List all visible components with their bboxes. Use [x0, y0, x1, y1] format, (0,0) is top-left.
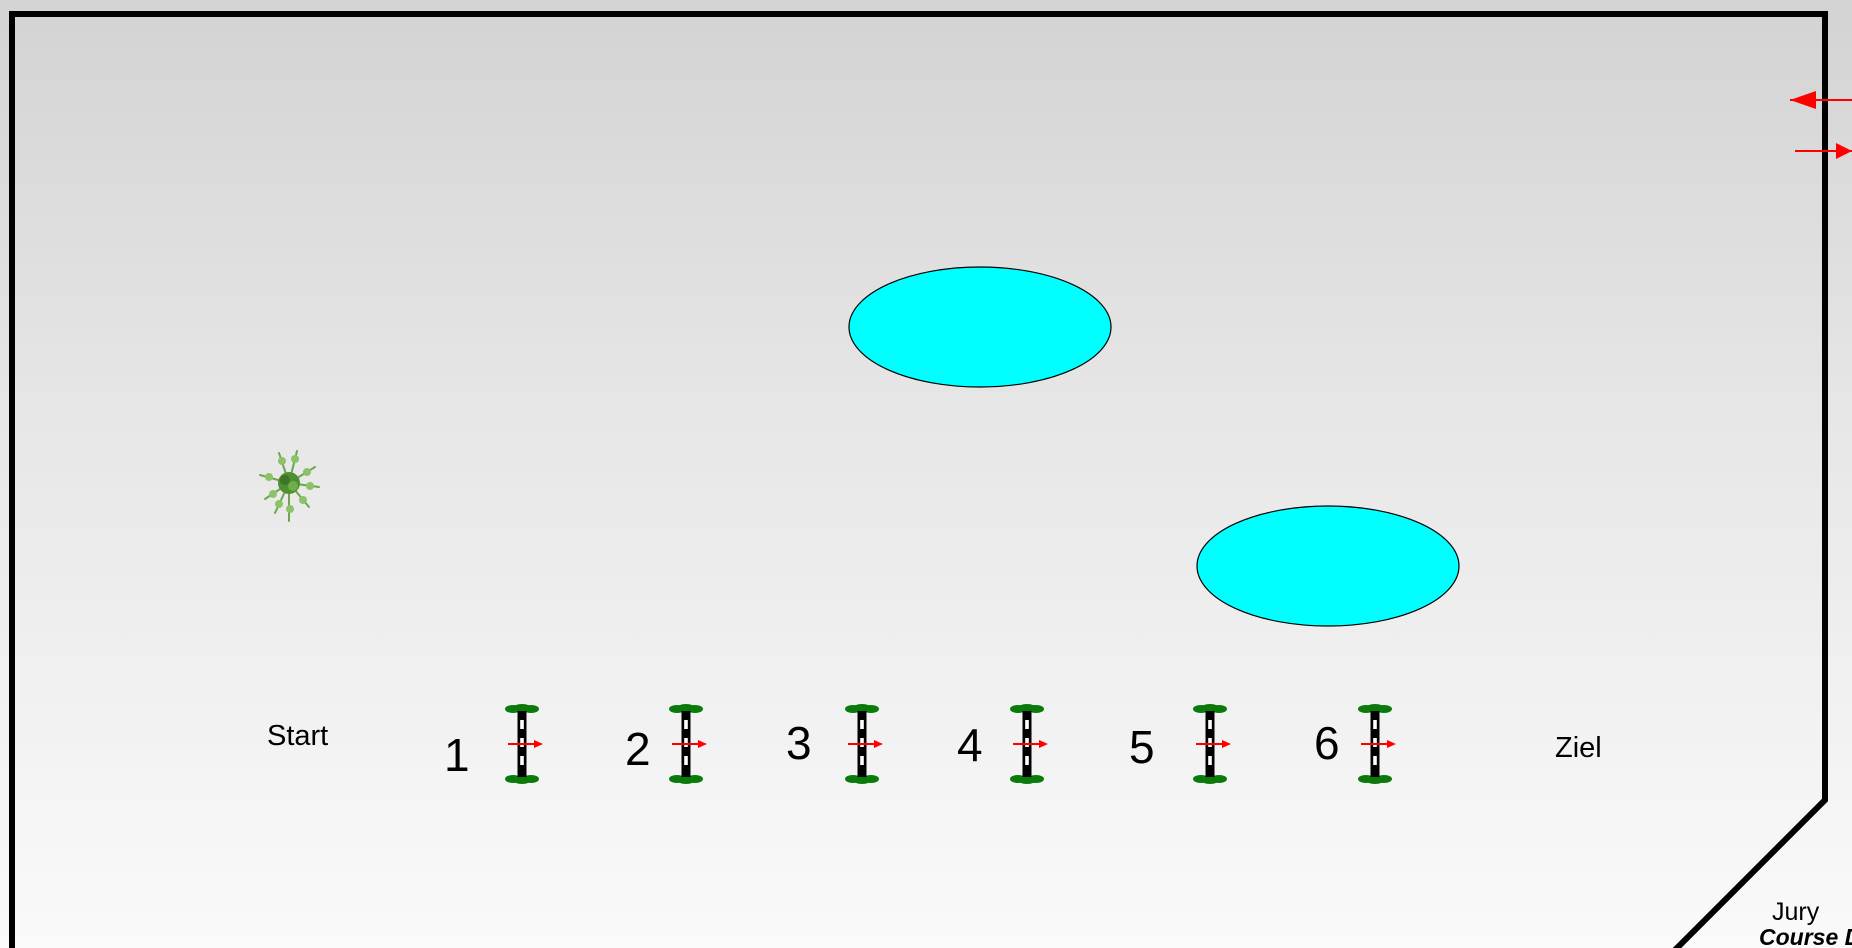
- obstacle-number: 4: [957, 719, 983, 771]
- obstacle-number: 2: [625, 723, 651, 775]
- plant-icon: [259, 450, 320, 522]
- obstacle-number: 6: [1314, 717, 1340, 769]
- obstacle-jump: [668, 703, 708, 785]
- arena-border: [9, 11, 1828, 948]
- water-area: [1196, 505, 1460, 627]
- obstacle-jump: [844, 703, 884, 785]
- entry-exit-arrows: [1790, 91, 1852, 159]
- obstacle-number: 3: [786, 717, 812, 769]
- finish-label: Ziel: [1555, 732, 1602, 764]
- start-label: Start: [267, 720, 329, 752]
- course-designer-label: Course D: [1759, 924, 1852, 948]
- obstacle-number: 5: [1129, 721, 1155, 773]
- jury-label: Jury: [1772, 898, 1820, 926]
- obstacle-jump: [1357, 703, 1397, 785]
- obstacle-number: 1: [444, 729, 470, 781]
- obstacle-jump: [1192, 703, 1232, 785]
- water-area: [848, 266, 1112, 388]
- obstacle-jump: [504, 703, 544, 785]
- obstacle-jump: [1009, 703, 1049, 785]
